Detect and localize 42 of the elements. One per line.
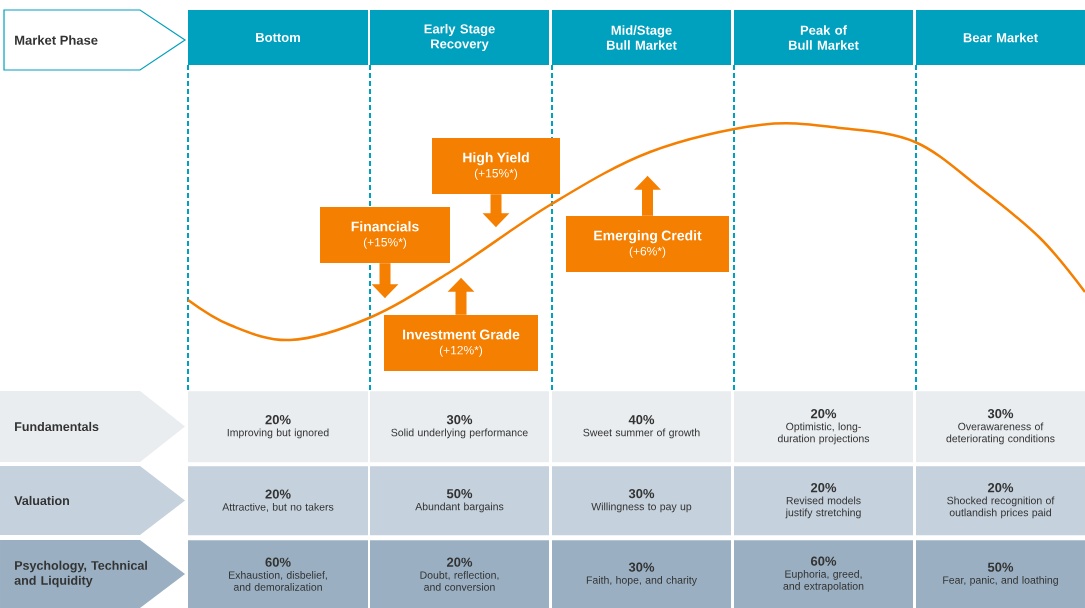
table-cell: 20% Doubt, reflection, and conversion xyxy=(370,540,549,608)
node-label: Early Stage Recovery xyxy=(424,23,495,52)
table-cell: 40% Sweet summer of growth xyxy=(552,391,731,463)
table-cell: 50% Fear, panic, and loathing xyxy=(916,540,1085,608)
node-label: Exhaustion, disbelief, and demoralization xyxy=(229,571,327,591)
table-cell: 60% Exhaustion, disbelief, and demoralization xyxy=(188,540,368,608)
phase-header: Bear Market xyxy=(916,10,1085,65)
table-cell: 60% Euphoria, greed, and extrapolation xyxy=(734,540,913,608)
node-label: 20% xyxy=(265,489,291,499)
node-label: Abundant bargains xyxy=(415,502,504,513)
table-cell: 20% Shocked recognition of outlandish prices paid xyxy=(916,466,1085,536)
node-label: Attractive, but no takers xyxy=(222,502,334,512)
table-cell: 20% Optimistic, long-duration projections xyxy=(734,391,913,463)
node-label: Solid underlying performance xyxy=(391,428,528,439)
node-label: Doubt, reflection, and conversion xyxy=(420,571,499,591)
node-label: Bottom xyxy=(256,32,300,43)
node-label: 20% xyxy=(265,415,291,425)
callout-box: Financials (+15%*) xyxy=(320,207,450,263)
callout-box: High Yield (+15%*) xyxy=(432,138,560,194)
table-cell: 20% Improving but ignored xyxy=(188,391,368,463)
table-cell: 20% Revised models justify stretching xyxy=(734,466,913,536)
row-title-tab: Market Phase xyxy=(3,9,187,71)
phase-header: Peak of Bull Market xyxy=(734,10,913,65)
phase-header: Early Stage Recovery xyxy=(370,10,549,65)
row-header: Fundamentals xyxy=(0,391,185,462)
node-label: 20% xyxy=(446,557,473,567)
table-cell: 30% Solid underlying performance xyxy=(370,391,549,463)
phase-header: Bottom xyxy=(188,10,368,65)
callout-box: Investment Grade (+12%*) xyxy=(384,315,538,371)
node-label: 30% xyxy=(446,415,473,425)
node-label: 50% xyxy=(446,489,473,499)
row-header: Valuation xyxy=(0,466,185,535)
table-cell: 30% Faith, hope, and charity xyxy=(552,540,731,608)
row-header: Psychology, Technical and Liquidity xyxy=(0,540,185,608)
table-cell: 50% Abundant bargains xyxy=(370,466,549,536)
callout-box: Emerging Credit (+6%*) xyxy=(566,216,729,272)
node-label: Improving but ignored xyxy=(227,428,329,439)
table-cell: 20% Attractive, but no takers xyxy=(188,466,368,536)
node-label: 60% xyxy=(265,557,291,567)
table-cell: 30% Overawareness of deteriorating conditions xyxy=(916,391,1085,463)
phase-header: Mid/Stage Bull Market xyxy=(552,10,731,65)
table-cell: 30% Willingness to pay up xyxy=(552,466,731,536)
